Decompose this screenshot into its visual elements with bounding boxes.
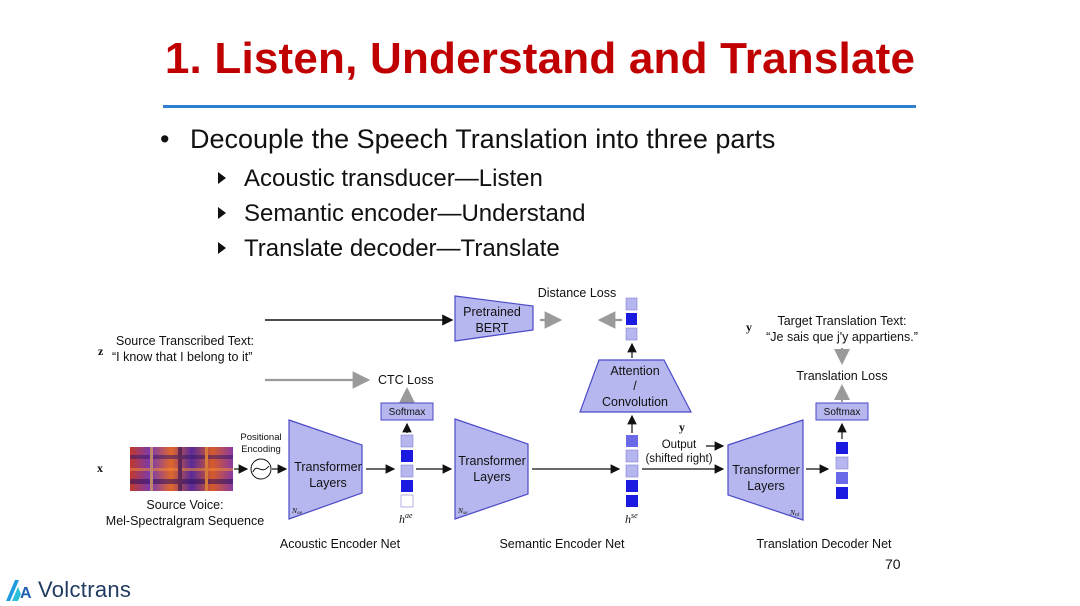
hae-vector-cell <box>401 480 413 492</box>
transformer-label-line2: Layers <box>309 476 347 490</box>
dec-vector-cell <box>836 487 848 499</box>
hae-vector-cell <box>400 464 414 478</box>
acoustic-encoder-net-label: Acoustic Encoder Net <box>280 537 401 551</box>
sub-bullet-acoustic: Acoustic transducer—Listen <box>218 165 543 193</box>
x-symbol: x <box>97 461 103 475</box>
target-translation-label: Target Translation Text: <box>777 314 906 328</box>
softmax-block-decoder <box>815 402 869 421</box>
attention-label-line2: / <box>633 379 637 393</box>
slide-title: 1. Listen, Understand and Translate <box>164 34 916 83</box>
h-se-symbol: hse <box>625 511 638 526</box>
target-translation-text: “Je sais que j'y appartiens.” <box>766 330 918 344</box>
ctc-loss-label: CTC Loss <box>378 373 434 387</box>
attention-label-line1: Attention <box>610 364 659 378</box>
sub-bullet-translate: Translate decoder—Translate <box>218 235 560 263</box>
sub-bullet-text: Semantic encoder—Understand <box>244 200 586 227</box>
semantic-encoder-net-label: Semantic Encoder Net <box>499 537 625 551</box>
transformer-label-line1: Transformer <box>458 454 526 468</box>
output-label-line2: (shifted right) <box>645 453 712 465</box>
transformer-label-line2: Layers <box>747 479 785 493</box>
softmax-block-acoustic <box>380 402 434 421</box>
n-td-symbol: Ntd <box>789 508 800 518</box>
softmax-label: Softmax <box>389 407 426 418</box>
dec-vector-cell <box>836 472 848 484</box>
main-bullet-text: Decouple the Speech Translation into thr… <box>190 124 776 154</box>
sine-wave-icon <box>252 465 270 473</box>
page-number: 70 <box>885 556 901 572</box>
y-output-symbol: y <box>679 420 685 434</box>
bert-label-line1: Pretrained <box>463 305 521 319</box>
pretrained-bert-block <box>454 295 534 342</box>
attention-label-line3: Convolution <box>602 395 668 409</box>
main-bullet: • Decouple the Speech Translation into th… <box>160 124 775 155</box>
hse-vector-cell <box>626 435 638 447</box>
hse-vector-cell <box>625 449 639 463</box>
source-transcribed-label: Source Transcribed Text: <box>116 334 254 348</box>
svg-text:A: A <box>20 585 32 602</box>
volctrans-logo: A Volctrans <box>4 576 131 604</box>
softmax-label: Softmax <box>824 407 861 418</box>
sub-bullet-text: Translate decoder—Translate <box>244 235 560 262</box>
distance-loss-label: Distance Loss <box>538 286 617 300</box>
logo-text: Volctrans <box>38 577 132 602</box>
bullet-marker: • <box>160 124 170 154</box>
hse-vector-cell <box>626 495 638 507</box>
n-ae-symbol: Nae <box>291 506 303 516</box>
translation-loss-label: Translation Loss <box>796 369 887 383</box>
h-ae-symbol: hae <box>399 511 413 526</box>
title-underline <box>163 105 916 108</box>
source-voice-label: Source Voice: <box>146 498 223 512</box>
sub-bullet-text: Acoustic transducer—Listen <box>244 165 543 192</box>
source-transcribed-text: “I know that I belong to it” <box>112 350 252 364</box>
n-se-symbol: Nse <box>457 506 468 516</box>
translation-decoder-net-label: Translation Decoder Net <box>756 537 892 551</box>
hse-vector-cell <box>625 464 639 478</box>
hae-vector-cell <box>401 450 413 462</box>
triangle-bullet-icon <box>218 207 226 219</box>
hse-vector-cell <box>626 480 638 492</box>
triangle-bullet-icon <box>218 242 226 254</box>
positional-label-line1: Positional <box>240 432 281 443</box>
transformer-label-line2: Layers <box>473 470 511 484</box>
semantic-transformer-block <box>454 418 529 520</box>
spectrogram-texture <box>130 447 233 491</box>
attn-vector-cell <box>626 313 637 325</box>
positional-label-line2: Encoding <box>241 444 281 455</box>
transformer-label-line1: Transformer <box>294 460 362 474</box>
attn-vector-cell <box>625 327 638 341</box>
triangle-bullet-icon <box>218 172 226 184</box>
sub-bullet-semantic: Semantic encoder—Understand <box>218 200 586 228</box>
output-label-line1: Output <box>662 439 697 451</box>
dec-vector-cell <box>836 442 848 454</box>
volctrans-logo-icon: A <box>6 580 32 602</box>
source-voice-desc: Mel-Spectralgram Sequence <box>106 514 264 528</box>
acoustic-transformer-block <box>288 419 363 520</box>
hae-vector-cell <box>400 494 414 508</box>
attn-vector-cell <box>625 297 638 311</box>
y-target-symbol: y <box>746 320 752 334</box>
bert-label-line2: BERT <box>475 321 508 335</box>
transformer-label-line1: Transformer <box>732 463 800 477</box>
dec-vector-cell <box>835 456 849 470</box>
z-symbol: z <box>98 344 104 358</box>
attention-convolution-block <box>579 359 692 413</box>
decoder-transformer-block <box>727 419 804 521</box>
hae-vector-cell <box>400 434 414 448</box>
